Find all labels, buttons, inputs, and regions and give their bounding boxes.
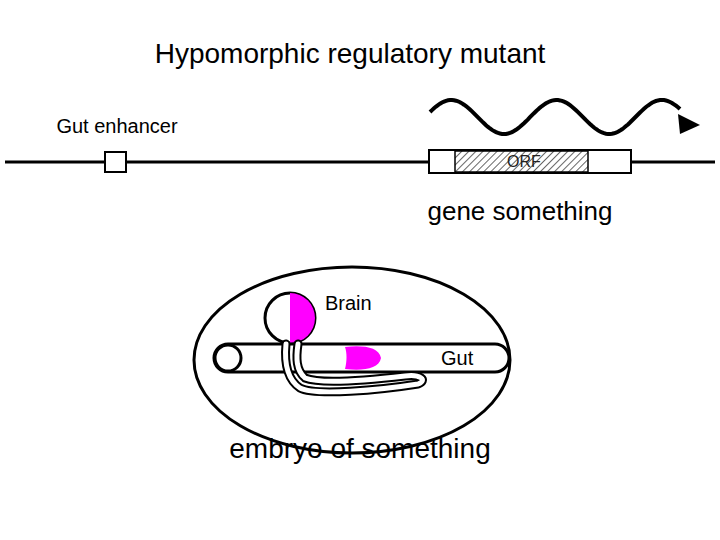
embryo-outline: embryo of somethingBrainGut xyxy=(192,265,512,455)
gut-tube: Gut xyxy=(213,343,510,373)
enhancer-box: Gut enhancer xyxy=(104,151,127,173)
brain-svg xyxy=(263,291,317,345)
gene-name-label: gene something xyxy=(427,197,612,226)
enhancer-label: Gut enhancer xyxy=(56,115,177,137)
nerve-cord-outline xyxy=(286,344,423,392)
transcript-wave xyxy=(430,100,680,134)
orf-region xyxy=(455,151,588,172)
gut-expression xyxy=(345,346,381,369)
embryo-caption: embryo of something xyxy=(229,434,490,465)
orf-label: ORF xyxy=(507,153,541,171)
embryo-body xyxy=(194,267,510,453)
gut-outline xyxy=(214,344,509,372)
gut-end xyxy=(215,345,241,371)
diagram-title: Hypomorphic regulatory mutant xyxy=(155,39,546,70)
brain-circle xyxy=(265,293,315,343)
nerve-cord-fill xyxy=(286,344,423,392)
brain-shape: Brain xyxy=(263,291,317,345)
transcript-arrowhead xyxy=(678,114,700,134)
brain-expression xyxy=(290,293,315,343)
gut-label: Gut xyxy=(441,347,473,369)
gene-box: ORF xyxy=(428,149,632,174)
brain-label: Brain xyxy=(325,292,372,314)
